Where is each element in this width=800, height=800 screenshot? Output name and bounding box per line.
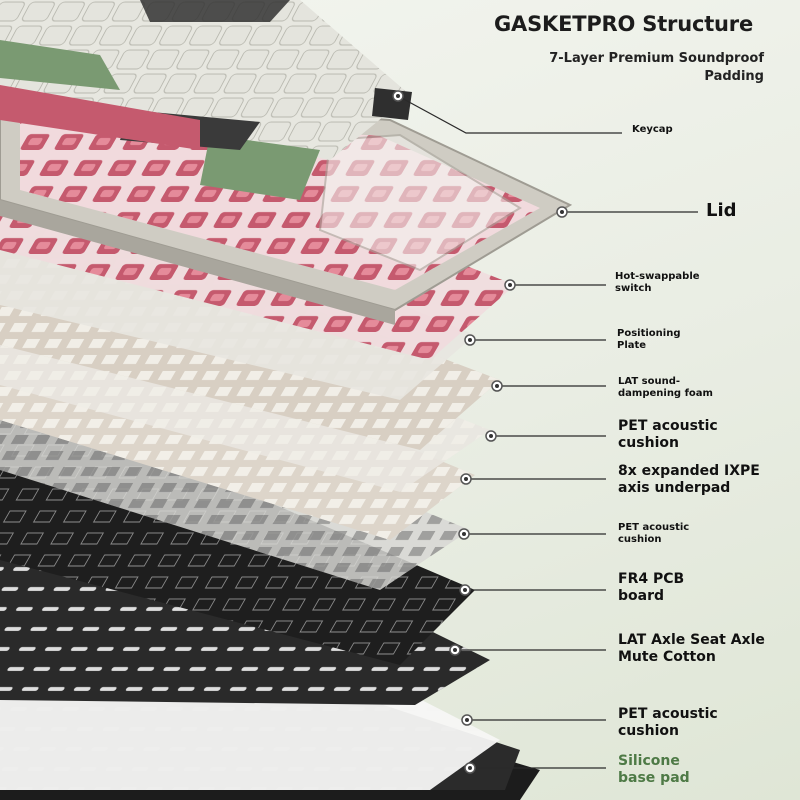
callout-pcb-line-1: FR4 PCB [618, 571, 685, 587]
anchor-dot-center-plate [468, 338, 472, 342]
callout-hot-swappable-switch: Hot-swappable switch [615, 271, 700, 295]
anchor-dot-center-cotton [453, 648, 457, 652]
anchor-dot-center-foam [495, 384, 499, 388]
callout-keycap-text: Keycap [632, 124, 673, 135]
callout-lid-text: Lid [706, 200, 737, 221]
anchor-dot-center-silicone [468, 766, 472, 770]
callout-lat-foam: LAT sound- dampening foam [618, 376, 713, 400]
callout-switch-line-1: Hot-swappable [615, 271, 700, 282]
callout-positioning-plate: Positioning Plate [617, 328, 680, 352]
callout-plate-line-2: Plate [617, 340, 647, 351]
callout-plate-line-1: Positioning [617, 328, 681, 339]
callout-pet3-line-2: cushion [618, 723, 679, 739]
callout-ixpe-line-2: axis underpad [618, 480, 731, 496]
callout-cotton-line-1: LAT Axle Seat Axle [618, 632, 765, 648]
callout-pet1-line-2: cushion [618, 435, 679, 451]
callout-silicone-base-pad: Silicone base pad [618, 753, 690, 787]
anchor-dot-center-ixpe [464, 477, 468, 481]
callout-keycap: Keycap [632, 124, 673, 136]
callout-pet-cushion-3: PET acoustic cushion [618, 706, 718, 740]
callout-fr4-pcb: FR4 PCB board [618, 571, 684, 605]
callout-pet-cushion-2: PET acoustic cushion [618, 522, 689, 546]
callout-cotton-line-2: Mute Cotton [618, 649, 716, 665]
callout-pet3-line-1: PET acoustic [618, 706, 718, 722]
callout-ixpe-line-1: 8x expanded IXPE [618, 463, 760, 479]
anchor-dot-center-pcb [463, 588, 467, 592]
callout-pet1-line-1: PET acoustic [618, 418, 718, 434]
leader-lines [392, 90, 698, 774]
callout-pet2-line-2: cushion [618, 534, 662, 545]
callout-lid: Lid [706, 201, 737, 221]
subtitle-line-1: 7-Layer Premium Soundproof [549, 51, 764, 66]
callout-pcb-line-2: board [618, 588, 665, 604]
anchor-dot-center-switch [508, 283, 512, 287]
callout-pet2-line-1: PET acoustic [618, 522, 690, 533]
callout-silicone-line-1: Silicone [618, 753, 680, 769]
callout-switch-line-2: switch [615, 283, 652, 294]
callout-foam-line-2: dampening foam [618, 388, 713, 399]
anchor-dot-center-keycap [396, 94, 400, 98]
subtitle-line-2: Padding [704, 69, 764, 84]
callout-pet-cushion-1: PET acoustic cushion [618, 418, 718, 452]
anchor-dot-center-lid [560, 210, 564, 214]
anchor-dot-center-pet3 [465, 718, 469, 722]
callout-silicone-line-2: base pad [618, 770, 690, 786]
lid-frame-layer [0, 93, 573, 325]
page-title: GASKETPRO Structure [494, 12, 753, 36]
callout-ixpe-underpad: 8x expanded IXPE axis underpad [618, 463, 760, 497]
leader-line-keycap [397, 95, 622, 134]
page-subtitle: 7-Layer Premium Soundproof Padding [504, 50, 764, 86]
callout-axle-mute-cotton: LAT Axle Seat Axle Mute Cotton [618, 632, 765, 666]
anchor-dot-center-pet1 [489, 434, 493, 438]
anchor-dot-center-pet2 [462, 532, 466, 536]
callout-foam-line-1: LAT sound- [618, 376, 681, 387]
